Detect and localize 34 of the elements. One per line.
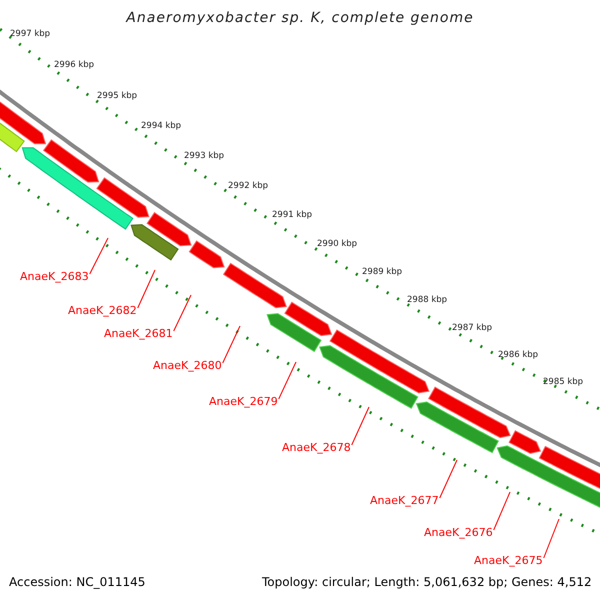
- gene-label: AnaeK_2682: [68, 305, 137, 316]
- leader-line: [543, 518, 560, 558]
- gene-label: AnaeK_2677: [370, 495, 439, 506]
- footer-text: Accession: NC_011145: [9, 576, 146, 588]
- scale-label: 2987 kbp: [452, 324, 492, 332]
- scale-label: 2996 kbp: [54, 61, 94, 70]
- footer-text: Topology: circular; Length: 5,061,632 bp; Genes: 4,512: [262, 576, 592, 588]
- scale-label: 2989 kbp: [362, 268, 402, 276]
- leader-line: [89, 238, 108, 274]
- leader-line: [439, 460, 458, 498]
- gene-label: AnaeK_2675: [474, 555, 543, 566]
- title: Anaeromyxobacter sp. K, complete genome: [124, 11, 475, 25]
- scale-label: 2985 kbp: [543, 378, 584, 386]
- scale-label: 2991 kbp: [272, 211, 312, 220]
- scale-label: 2992 kbp: [228, 182, 268, 190]
- leader-line: [278, 362, 296, 400]
- scale-label: 2993 kbp: [184, 152, 224, 160]
- scale-label: 2994 kbp: [141, 122, 182, 130]
- gene-label: AnaeK_2679: [209, 396, 278, 407]
- gene-label: AnaeK_2678: [282, 442, 351, 453]
- gene-label: AnaeK_2683: [20, 271, 89, 282]
- scale-label: 2997 kbp: [10, 30, 50, 38]
- gene-label: AnaeK_2680: [153, 360, 222, 371]
- leader-line: [351, 406, 370, 446]
- scale-label: 2988 kbp: [407, 296, 448, 304]
- leader-line: [222, 326, 240, 364]
- gene-label: AnaeK_2676: [424, 527, 493, 538]
- scale-label: 2986 kbp: [498, 351, 538, 360]
- leader-line: [137, 270, 156, 308]
- gene-label: AnaeK_2681: [104, 328, 173, 339]
- scale-label: 2995 kbp: [97, 92, 138, 100]
- leader-line: [173, 294, 192, 332]
- leader-line: [493, 492, 510, 530]
- scale-label: 2990 kbp: [317, 240, 358, 248]
